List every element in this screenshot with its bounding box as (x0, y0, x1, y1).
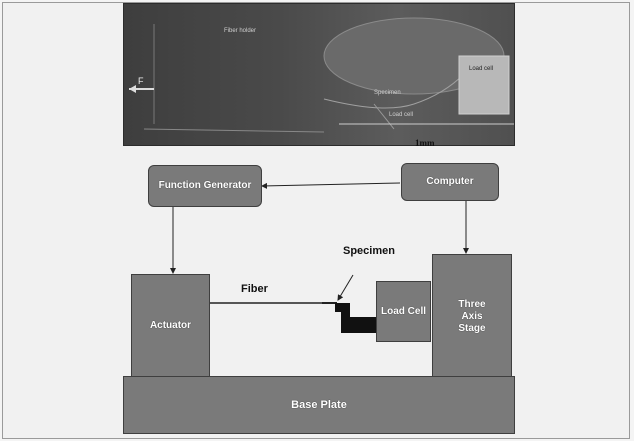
fiber-label: Fiber (241, 283, 268, 295)
specimen-label: Specimen (343, 245, 395, 257)
three-axis-stage-box: Three Axis Stage (432, 254, 512, 379)
computer-box: Computer (401, 163, 499, 201)
actuator-box: Actuator (131, 274, 210, 378)
function-generator-box: Function Generator (148, 165, 262, 207)
base-plate-box: Base Plate (123, 376, 515, 434)
load-cell-box: Load Cell (376, 281, 431, 342)
